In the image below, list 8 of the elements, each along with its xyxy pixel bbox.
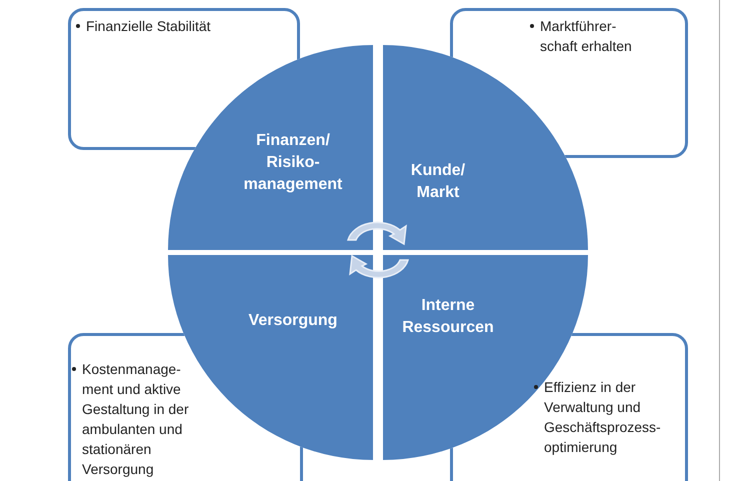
quadrant-label: Kunde/ Markt: [410, 161, 466, 203]
bullet-text: Marktführer- schaft erhalten: [530, 16, 652, 56]
quadrant-label: Finanzen/ Risiko- management: [242, 131, 344, 195]
quadrant-label: Interne Ressourcen: [401, 296, 495, 338]
bullet-text: Finanzielle Stabilität: [76, 16, 216, 36]
bullet-text: Kostenmanage- ment und aktive Gestaltung in der ambulanten und stationären Versorgung: [72, 359, 204, 479]
bullet-text: Effizienz in der Verwaltung und Geschäftsprozess- optimierung: [534, 377, 682, 457]
quadrant-label: Versorgung: [248, 311, 338, 331]
